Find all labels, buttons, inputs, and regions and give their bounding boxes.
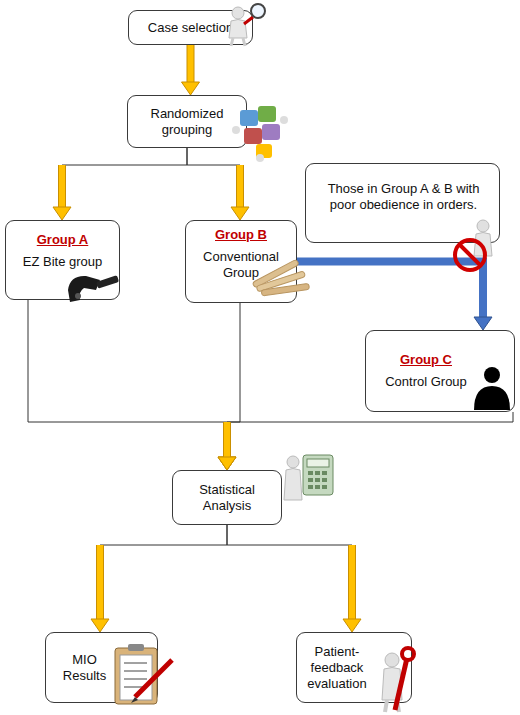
connector-line [227,525,352,545]
process-box: Case selection [128,10,253,45]
bite-device [68,275,119,302]
connector-line [227,412,513,422]
arrow-head [231,207,249,220]
box-text: Those in Group A & B with poor obedience… [316,181,491,213]
arrow-head [343,619,361,632]
flow-arrow [227,525,361,632]
arrow-head [182,82,200,95]
arrow-head [91,619,109,632]
arrow-outline [96,545,104,620]
group-heading: Group C [400,352,452,368]
arrow-shaft [97,545,103,620]
box-text: Conventional Group [192,249,290,281]
box-text: Statistical Analysis [179,482,275,514]
arrow-outline [348,545,356,620]
flow-arrow [218,412,513,470]
arrow-shaft [349,545,355,620]
arrow-head [53,207,71,220]
person-silhouette [474,367,510,410]
flow-arrow [53,148,187,220]
arrow-head [218,457,236,470]
tongue-depressors [252,259,309,296]
box-text: Randomized grouping [138,106,236,138]
process-box: MIO Results [45,632,158,703]
arrow-head [218,457,236,470]
connector-line [62,148,187,165]
connector-line [187,148,240,165]
process-box: Randomized grouping [127,95,247,148]
flow-arrow [28,300,236,470]
arrow-shaft [188,45,194,83]
connector-line [227,303,240,422]
box-text: MIO Results [52,652,117,684]
group-heading: Group A [37,232,89,248]
arrow-outline [223,422,231,458]
calculator-figure [284,455,333,500]
arrow-outline [187,45,195,83]
magnifier-figure [229,4,265,46]
transfer-arrow [297,262,492,331]
connector-line [100,525,227,545]
group-heading: Group B [215,227,267,243]
arrow-shaft [224,422,230,458]
prohibited-figure [455,220,492,270]
group-box: Group A EZ Bite group [5,220,120,300]
flow-arrow [187,148,249,220]
box-text: Patient-feedback evaluation [303,644,371,692]
connector-line [28,300,227,422]
arrow-outline [58,165,66,208]
flow-arrow [91,525,227,632]
arrow-outline [223,422,231,458]
arrow-shaft [237,165,243,208]
arrow-shaft [224,422,230,458]
arrow-outline [236,165,244,208]
arrow-shaft [224,422,230,458]
box-text: Case selection [148,20,233,36]
process-box: Statistical Analysis [172,470,282,525]
arrow-head [218,457,236,470]
wrench-figure [382,648,414,712]
box-text: Control Group [385,374,467,390]
flow-arrow [218,303,240,470]
box-text: EZ Bite group [23,254,103,270]
clipboard [115,644,172,704]
flow-arrow [182,45,200,95]
process-box: Patient-feedback evaluation [296,632,412,703]
arrow-shaft [297,262,483,319]
arrow-outline [223,422,231,458]
group-box: Group C Control Group [365,330,515,412]
note-box: Those in Group A & B with poor obedience… [305,163,500,243]
arrow-shaft [59,165,65,208]
arrow-head [474,317,492,330]
group-box: Group B Conventional Group [185,220,297,303]
puzzle-figure [232,106,288,162]
